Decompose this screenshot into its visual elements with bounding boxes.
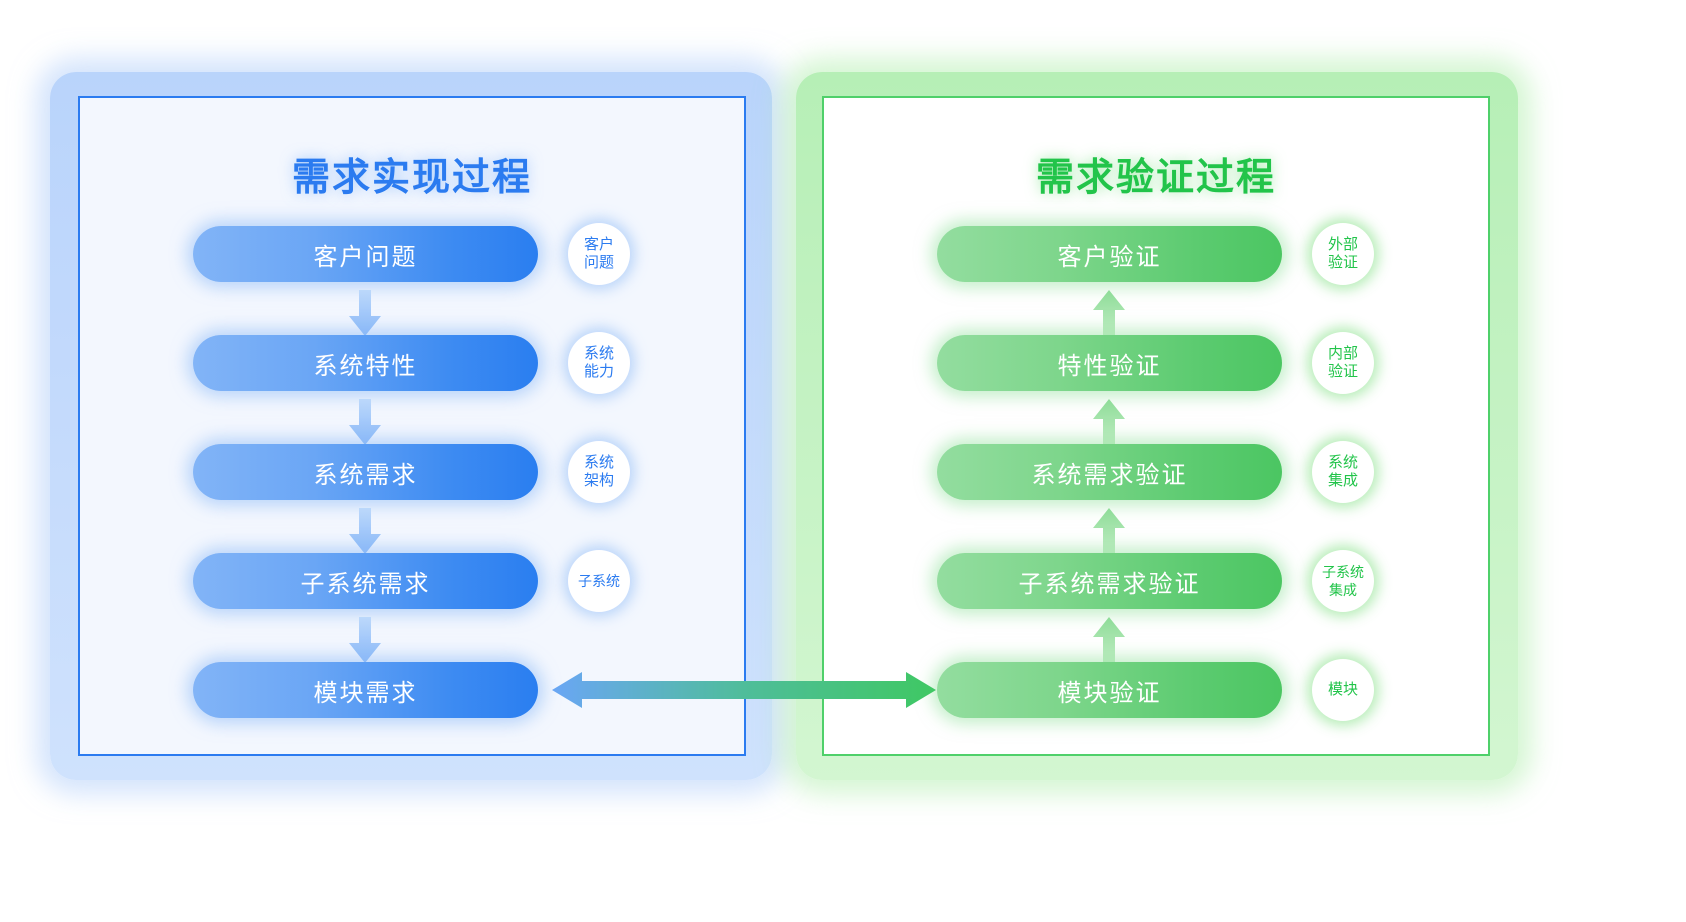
right-panel-body	[822, 96, 1490, 756]
right-step-badge-5: 模块	[1312, 659, 1374, 721]
left-step-row-4: 子系统需求 子系统	[193, 550, 630, 612]
left-badge-line-1a: 客户	[583, 236, 614, 253]
right-step-row-3: 系统需求验证 系统 集成	[937, 441, 1374, 503]
right-step-pill-4[interactable]: 子系统需求验证	[937, 553, 1282, 609]
left-step-badge-2: 系统 能力	[568, 332, 630, 394]
right-badge-line-3a: 系统	[1327, 454, 1358, 471]
right-step-row-1: 客户验证 外部 验证	[937, 223, 1374, 285]
right-step-pill-3[interactable]: 系统需求验证	[937, 444, 1282, 500]
right-up-arrow-3	[1092, 508, 1126, 554]
right-badge-line-3b: 集成	[1327, 472, 1358, 489]
right-step-row-2: 特性验证 内部 验证	[937, 332, 1374, 394]
right-up-arrow-1	[1092, 290, 1126, 336]
right-badge-line-2b: 验证	[1327, 363, 1358, 380]
right-badge-line-5a: 模块	[1327, 681, 1358, 698]
left-step-badge-4: 子系统	[568, 550, 630, 612]
left-badge-line-2a: 系统	[583, 345, 614, 362]
right-badge-line-1a: 外部	[1327, 236, 1358, 253]
right-step-badge-4: 子系统 集成	[1312, 550, 1374, 612]
left-step-row-3: 系统需求 系统 架构	[193, 441, 630, 503]
right-step-row-4: 子系统需求验证 子系统 集成	[937, 550, 1374, 612]
left-down-arrow-1	[348, 290, 382, 336]
right-badge-line-4b: 集成	[1329, 582, 1357, 598]
left-badge-line-1b: 问题	[583, 254, 614, 271]
right-up-arrow-4	[1092, 617, 1126, 663]
left-step-badge-3: 系统 架构	[568, 441, 630, 503]
left-step-pill-5[interactable]: 模块需求	[193, 662, 538, 718]
left-badge-line-3a: 系统	[583, 454, 614, 471]
left-step-row-5: 模块需求	[193, 662, 538, 718]
left-panel-title: 需求实现过程	[291, 157, 532, 199]
right-step-badge-2: 内部 验证	[1312, 332, 1374, 394]
right-step-pill-1[interactable]: 客户验证	[937, 226, 1282, 282]
right-step-badge-3: 系统 集成	[1312, 441, 1374, 503]
left-down-arrow-2	[348, 399, 382, 445]
module-link-arrow	[552, 664, 936, 716]
left-step-pill-3[interactable]: 系统需求	[193, 444, 538, 500]
right-badge-line-4a: 子系统	[1322, 564, 1364, 580]
right-step-pill-5[interactable]: 模块验证	[937, 662, 1282, 718]
left-down-arrow-3	[348, 508, 382, 554]
left-step-badge-1: 客户 问题	[568, 223, 630, 285]
left-badge-line-4a: 子系统	[578, 573, 620, 589]
right-up-arrow-2	[1092, 399, 1126, 445]
left-step-pill-1[interactable]: 客户问题	[193, 226, 538, 282]
right-step-row-5: 模块验证 模块	[937, 659, 1374, 721]
left-panel-body	[78, 96, 746, 756]
left-step-pill-2[interactable]: 系统特性	[193, 335, 538, 391]
left-badge-line-2b: 能力	[583, 363, 614, 380]
right-badge-line-2a: 内部	[1327, 345, 1358, 362]
right-panel-title: 需求验证过程	[1035, 157, 1276, 199]
left-step-row-2: 系统特性 系统 能力	[193, 332, 630, 394]
left-badge-line-3b: 架构	[583, 472, 614, 489]
left-step-row-1: 客户问题 客户 问题	[193, 223, 630, 285]
left-step-pill-4[interactable]: 子系统需求	[193, 553, 538, 609]
right-step-badge-1: 外部 验证	[1312, 223, 1374, 285]
right-step-pill-2[interactable]: 特性验证	[937, 335, 1282, 391]
right-badge-line-1b: 验证	[1327, 254, 1358, 271]
left-down-arrow-4	[348, 617, 382, 663]
